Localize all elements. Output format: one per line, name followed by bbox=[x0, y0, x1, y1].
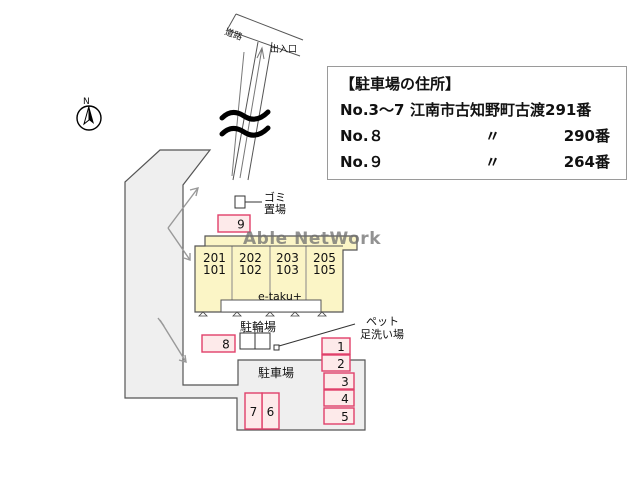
parking-space-label-2: 2 bbox=[337, 357, 345, 371]
pet-label-2: 足洗い場 bbox=[360, 328, 404, 341]
unit-label-202: 202 bbox=[239, 251, 262, 265]
unit-entrance-icon bbox=[198, 311, 327, 317]
garbage-area-icon bbox=[234, 195, 246, 209]
unit-label-101: 101 bbox=[203, 263, 226, 277]
address-title: 【駐車場の住所】 bbox=[340, 75, 461, 93]
parking-space-label-1: 1 bbox=[337, 340, 345, 354]
parking-space-label-9: 9 bbox=[237, 218, 245, 232]
pet-wash-icon bbox=[273, 344, 280, 351]
unit-label-203: 203 bbox=[276, 251, 299, 265]
parking-space-label-4: 4 bbox=[341, 392, 349, 406]
parking-space-label-7: 7 bbox=[250, 405, 258, 419]
unit-label-102: 102 bbox=[239, 263, 262, 277]
address-no: No.８ bbox=[340, 127, 384, 145]
parking-label: 駐車場 bbox=[258, 365, 294, 380]
garbage-label-1: ゴミ bbox=[264, 190, 286, 204]
north-arrow-icon: N bbox=[76, 97, 102, 131]
unit-label-201: 201 bbox=[203, 251, 226, 265]
garbage-label-2: 置場 bbox=[264, 203, 286, 216]
parking-space-3 bbox=[323, 372, 355, 390]
unit-label-103: 103 bbox=[276, 263, 299, 277]
parking-space-2 bbox=[321, 354, 351, 372]
north-label: N bbox=[83, 97, 90, 107]
parking-spaces: 1 2 3 4 5 67 8 9 bbox=[201, 214, 355, 430]
parking-space-4 bbox=[323, 389, 355, 407]
address-ditto: 〃 bbox=[485, 127, 501, 145]
road bbox=[226, 13, 304, 181]
parking-space-8 bbox=[201, 334, 236, 353]
parking-space-1 bbox=[321, 337, 351, 355]
parking-space-label-8: 8 bbox=[222, 338, 230, 352]
parking-space-5 bbox=[323, 407, 355, 425]
parking-space-label-5: 5 bbox=[341, 410, 349, 424]
address-ditto: 〃 bbox=[485, 153, 501, 171]
road-label: 道路 bbox=[223, 26, 244, 43]
address-box: 【駐車場の住所】 No.3～7 江南市古知野町古渡291番 No.８ 〃 290… bbox=[327, 66, 627, 180]
traffic-arrow-icon bbox=[157, 187, 199, 363]
address-no: No.3～7 bbox=[340, 101, 405, 119]
parking-space-label-6: 6 bbox=[267, 405, 275, 419]
road-break-icon bbox=[219, 109, 271, 138]
address-text: 江南市古知野町古渡291番 bbox=[410, 101, 592, 119]
unit-label-205: 205 bbox=[313, 251, 336, 265]
parking-lot-area bbox=[124, 149, 366, 431]
building-name: e-taku+ bbox=[258, 290, 302, 303]
unit-label-105: 105 bbox=[313, 263, 336, 277]
watermark: Able NetWork bbox=[243, 229, 381, 249]
address-number: 290番 bbox=[563, 127, 610, 145]
apartment-building bbox=[194, 235, 358, 313]
bicycle-label: 駐輪場 bbox=[240, 319, 276, 334]
parking-space-9 bbox=[217, 214, 251, 233]
entrance-label: 出入口 bbox=[270, 43, 297, 55]
pet-label-1: ペット bbox=[366, 315, 399, 328]
address-no: No.９ bbox=[340, 153, 384, 171]
address-number: 264番 bbox=[563, 153, 610, 171]
parking-space-label-3: 3 bbox=[341, 375, 349, 389]
parking-space-7 bbox=[244, 392, 263, 430]
